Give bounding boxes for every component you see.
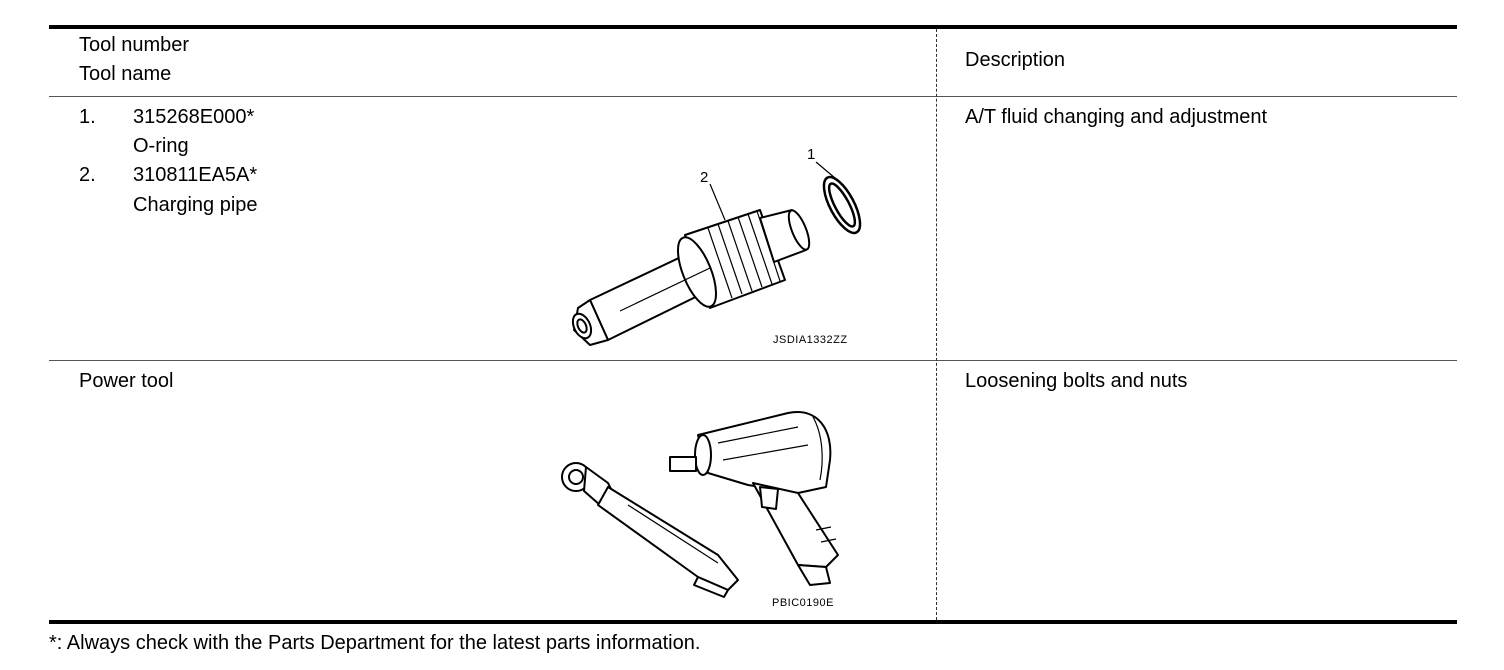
item-number: 2. xyxy=(79,164,96,186)
charging-pipe-illustration: 2 1 xyxy=(571,146,862,346)
figure-code: PBIC0190E xyxy=(772,597,834,609)
header-description: Description xyxy=(965,49,1066,71)
callout-label: 2 xyxy=(700,169,708,186)
part-number: 315268E000* xyxy=(133,106,255,128)
row-description: Loosening bolts and nuts xyxy=(965,370,1188,392)
figure-code: JSDIA1332ZZ xyxy=(773,334,848,346)
table-bottom-rule xyxy=(49,620,1457,624)
header-tool-number: Tool number xyxy=(79,34,190,56)
column-divider xyxy=(936,29,937,620)
header-bottom-rule xyxy=(49,96,1457,97)
part-name: Charging pipe xyxy=(133,194,258,216)
table-top-rule xyxy=(49,25,1457,29)
item-number: 1. xyxy=(79,106,96,128)
power-tool-illustration xyxy=(561,411,839,598)
part-number: 310811EA5A* xyxy=(133,164,258,186)
footnote: *: Always check with the Parts Departmen… xyxy=(49,632,701,654)
tool-name: Power tool xyxy=(79,370,174,392)
callout-label: 1 xyxy=(807,146,815,163)
row-divider xyxy=(49,360,1457,361)
header-tool-name: Tool name xyxy=(79,63,172,85)
part-name: O-ring xyxy=(133,135,189,157)
row-description: A/T fluid changing and adjustment xyxy=(965,106,1268,128)
